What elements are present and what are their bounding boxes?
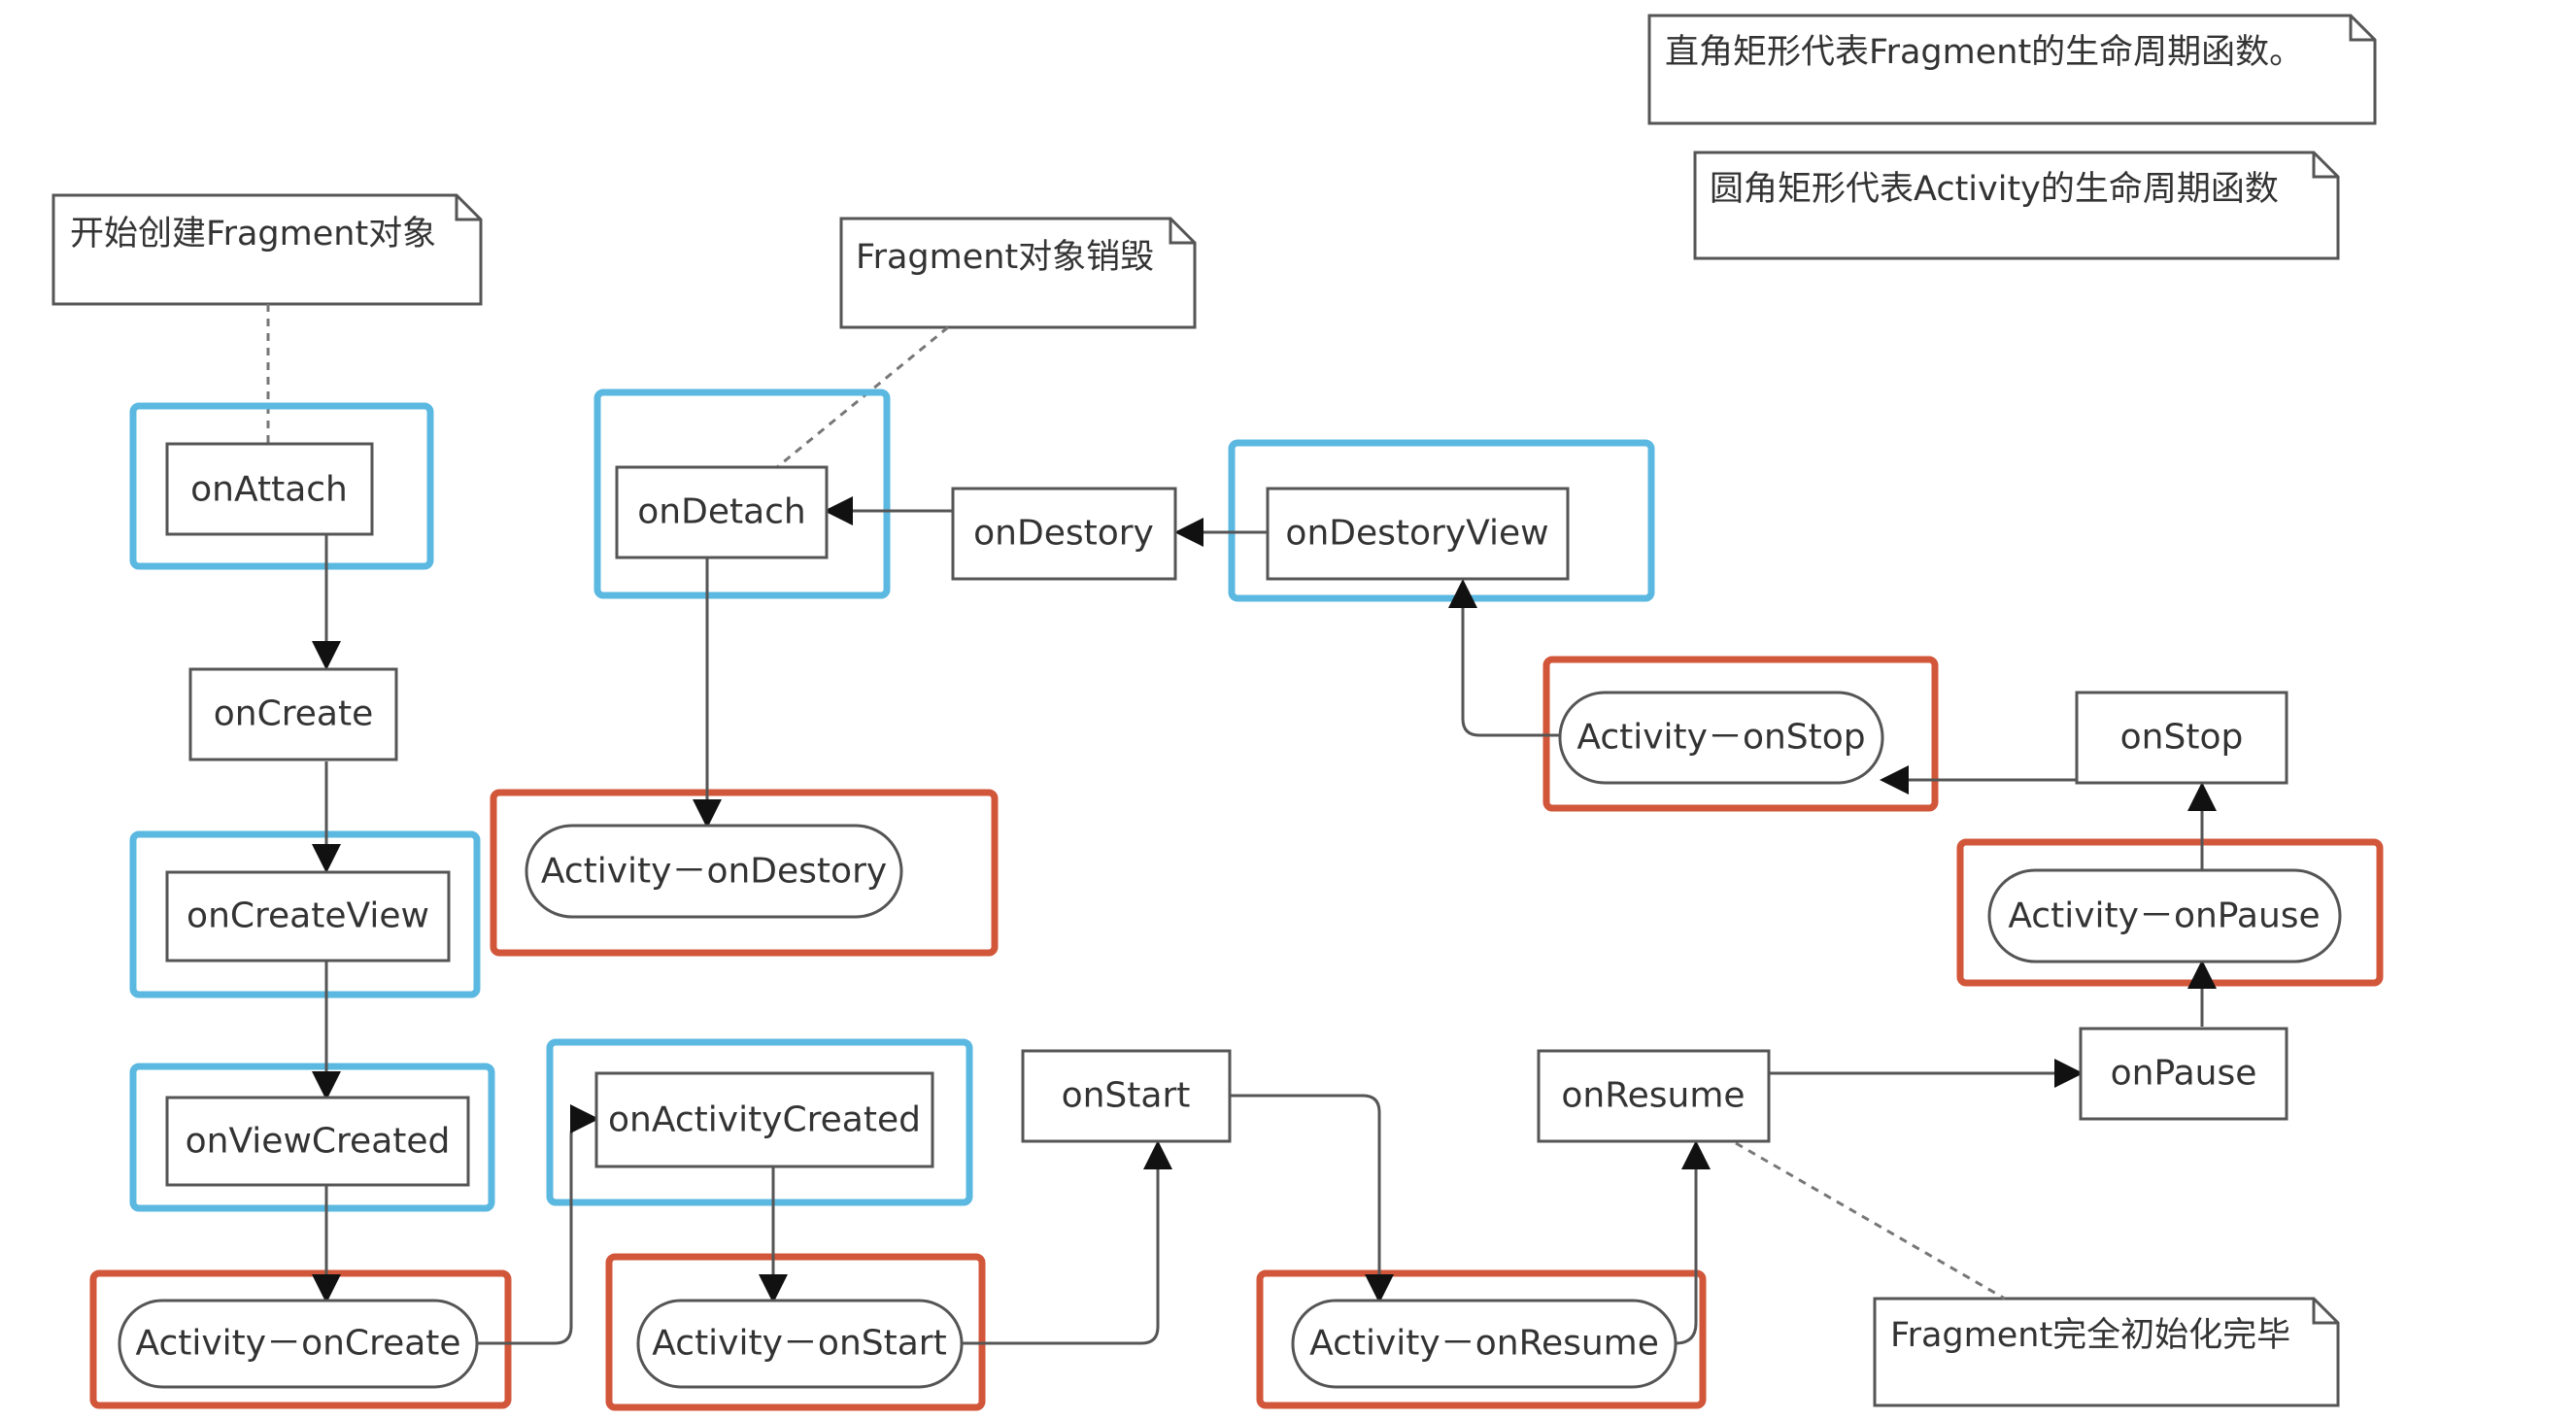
- node-ondestory-label: onDestory: [973, 514, 1154, 554]
- highlight-ondestoryview: [1228, 439, 1655, 602]
- legend-note-rounded: 圆角矩形代表Activity的生命周期函数: [1693, 151, 2340, 260]
- note-initialized-text: Fragment完全初始化完毕: [1890, 1316, 2290, 1355]
- edge-activity-oncreate-onactivitycreated: [477, 1104, 599, 1345]
- node-ondetach: onDetach: [615, 465, 829, 559]
- highlight-oncreateview: [129, 830, 481, 998]
- legend-note-rect-text: 直角矩形代表Fragment的生命周期函数。: [1665, 33, 2303, 72]
- node-activity-oncreate-label: Activity－onCreate: [135, 1324, 460, 1364]
- node-onresume: onResume: [1537, 1049, 1771, 1143]
- connector-initialized-onresume: [1735, 1141, 2006, 1301]
- node-onresume-label: onResume: [1561, 1076, 1745, 1116]
- node-onstop: onStop: [2075, 691, 2288, 785]
- node-activity-onstop-label: Activity－onStop: [1576, 718, 1865, 758]
- node-onattach: onAttach: [165, 442, 374, 536]
- node-activity-ondestory-label: Activity－onDestory: [541, 852, 887, 892]
- edge-activity-onstart-onstart: [962, 1140, 1172, 1345]
- node-activity-onstop: Activity－onStop: [1558, 691, 1884, 785]
- node-onstart-label: onStart: [1062, 1076, 1191, 1116]
- node-onviewcreated-label: onViewCreated: [186, 1122, 451, 1162]
- node-oncreateview-label: onCreateView: [186, 896, 429, 936]
- node-oncreate: onCreate: [188, 667, 398, 761]
- node-activity-ondestory: Activity－onDestory: [525, 824, 903, 919]
- node-activity-onpause-label: Activity－onPause: [2008, 896, 2320, 936]
- note-initialized: Fragment完全初始化完毕: [1873, 1297, 2340, 1407]
- node-ondetach-label: onDetach: [637, 492, 806, 532]
- node-activity-oncreate: Activity－onCreate: [118, 1299, 479, 1389]
- highlight-ondetach: [593, 389, 891, 599]
- node-onstop-label: onStop: [2120, 718, 2244, 758]
- node-activity-onresume: Activity－onResume: [1291, 1299, 1678, 1389]
- node-ondestory: onDestory: [951, 487, 1177, 581]
- node-onactivitycreated: onActivityCreated: [594, 1071, 934, 1168]
- node-activity-onstart-label: Activity－onStart: [652, 1324, 946, 1364]
- note-start-text: 开始创建Fragment对象: [70, 215, 436, 254]
- highlight-activity-ondestory: [490, 789, 999, 957]
- node-onstart: onStart: [1021, 1049, 1232, 1143]
- highlight-onactivitycreated: [546, 1038, 973, 1206]
- node-ondestoryview-label: onDestoryView: [1285, 514, 1548, 554]
- highlight-onviewcreated: [129, 1063, 495, 1212]
- note-destroyed-text: Fragment对象销毁: [856, 238, 1154, 277]
- node-activity-onpause: Activity－onPause: [1987, 868, 2342, 964]
- node-oncreate-label: onCreate: [214, 694, 373, 734]
- node-onpause: onPause: [2079, 1027, 2288, 1121]
- highlight-activity-oncreate: [89, 1269, 512, 1409]
- edge-activity-onstop-ondestoryview: [1448, 579, 1560, 737]
- legend-note-rounded-text: 圆角矩形代表Activity的生命周期函数: [1710, 170, 2279, 209]
- node-activity-onstart: Activity－onStart: [636, 1299, 964, 1389]
- node-onactivitycreated-label: onActivityCreated: [608, 1100, 921, 1140]
- note-destroyed: Fragment对象销毁: [839, 217, 1197, 329]
- edge-activity-onresume-onresume: [1675, 1140, 1711, 1345]
- node-onpause-label: onPause: [2111, 1054, 2257, 1094]
- note-start: 开始创建Fragment对象: [51, 193, 483, 306]
- highlight-activity-onstart: [605, 1253, 986, 1411]
- highlight-activity-onresume: [1256, 1269, 1707, 1409]
- node-oncreateview: onCreateView: [165, 870, 451, 963]
- highlight-activity-onpause: [1956, 838, 2384, 987]
- node-activity-onresume-label: Activity－onResume: [1309, 1324, 1659, 1364]
- legend-note-rect: 直角矩形代表Fragment的生命周期函数。: [1647, 14, 2377, 125]
- connector-destroyed-ondetach: [776, 325, 949, 469]
- highlight-onattach: [129, 402, 434, 570]
- node-ondestoryview: onDestoryView: [1266, 487, 1570, 581]
- edge-onstart-activity-onresume: [1230, 1094, 1394, 1303]
- node-onattach-label: onAttach: [190, 470, 348, 510]
- node-onviewcreated: onViewCreated: [165, 1096, 470, 1187]
